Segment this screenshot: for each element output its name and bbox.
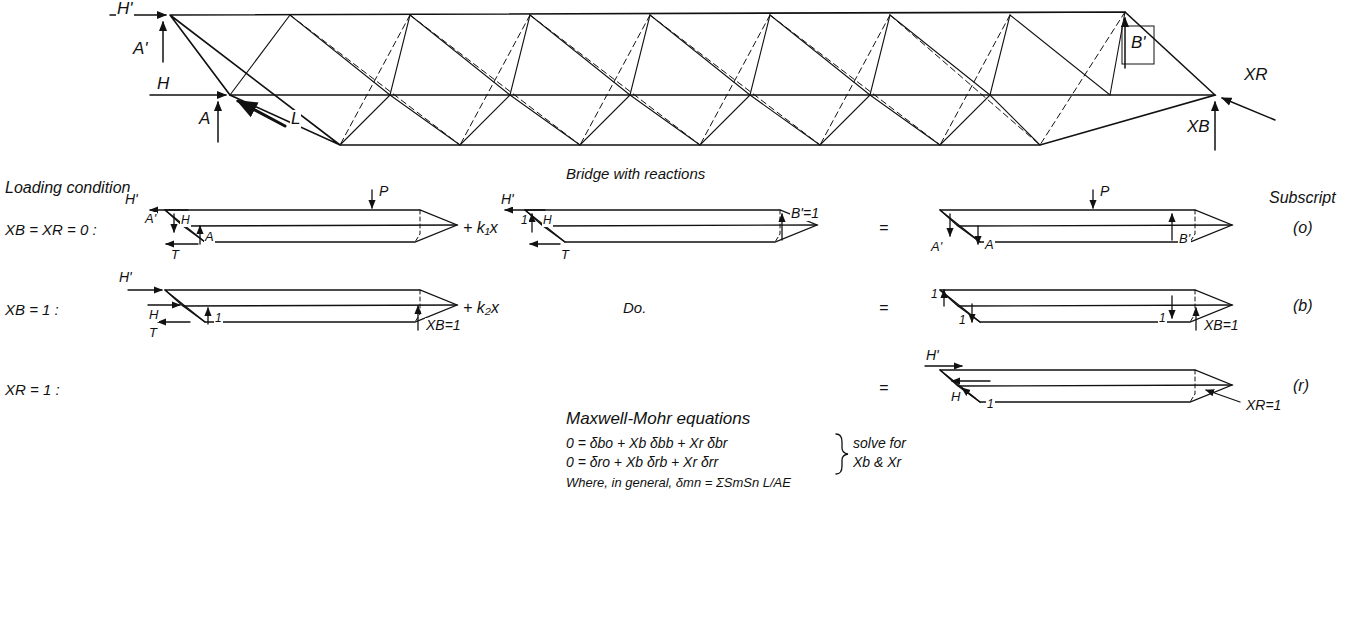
force-label: 1 [214,312,223,325]
force-label: A' [132,40,149,58]
force-label: H' [124,192,139,207]
force-label: H [542,214,553,227]
equation: Where, in general, δmn = ΣSmSn L/AE [565,476,792,490]
force-label: (r) [1292,378,1310,395]
condition-label: XR = 1 : [4,382,61,398]
force-label: A' [930,240,943,254]
force-label: H' [500,192,515,207]
force-label: T [560,248,570,262]
force-label: T [170,248,180,262]
force-label: + k₁x [462,220,499,237]
force-label: A' [144,212,157,226]
equation: Xb & Xr [852,455,902,470]
force-label: P [1099,184,1110,199]
force-label: XB=1 [425,318,462,333]
force-label: H [180,214,191,227]
equation: Maxwell-Mohr equations [565,410,751,428]
force-label: 1 [958,314,967,327]
force-label: A [204,230,215,244]
force-label: 1 [520,214,529,227]
force-label: XB=1 [1203,318,1240,333]
force-label: 1 [930,288,939,301]
force-label: A [984,238,995,252]
force-label: H [950,390,961,404]
force-label: 1 [986,398,995,411]
force-label: XR=1 [1245,398,1282,413]
condition-label: XB = 1 : [4,302,60,318]
force-label: H [148,308,159,322]
force-label: (o) [1292,220,1314,237]
force-label: (b) [1292,298,1314,315]
force-label: = [878,220,889,237]
equation: solve for [852,436,907,451]
force-label: A [198,110,211,128]
force-label: P [378,184,389,199]
force-label: L [290,110,301,128]
force-label: XB [1186,118,1211,136]
force-label: XR [1243,66,1269,84]
force-label: H' [925,348,940,363]
equation: 0 = δro + Xb δrb + Xr δrr [565,455,719,470]
force-label: B' [1178,232,1191,246]
force-label: = [878,300,889,317]
force-label: 1 [1158,312,1167,325]
force-label: B' [1130,34,1147,52]
subscript-label: Subscript [1268,190,1337,207]
force-label: H' [116,0,134,18]
force-label: B'=1 [790,206,820,221]
force-label: + k₂x [462,300,500,317]
heading: Loading condition [4,180,131,197]
force-label: = [878,380,889,397]
caption: Bridge with reactions [565,166,706,182]
condition-label: XB = XR = 0 : [4,222,98,238]
force-label: H [156,75,170,93]
equation: 0 = δbo + Xb δbb + Xr δbr [565,436,729,451]
force-label: Do. [622,300,647,316]
force-label: H' [118,270,133,285]
force-label: T [148,326,158,340]
